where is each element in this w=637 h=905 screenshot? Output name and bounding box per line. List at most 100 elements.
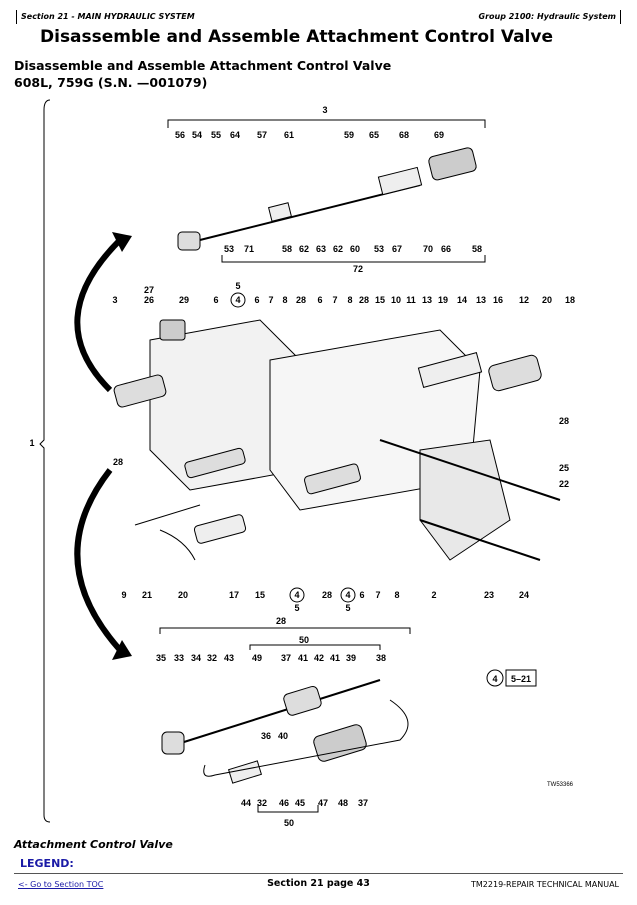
callout: 33	[174, 653, 184, 663]
callout: 12	[519, 295, 529, 305]
callout: 72	[353, 264, 363, 274]
callout: 3	[322, 105, 327, 115]
callout: 63	[316, 244, 326, 254]
callout: 1	[29, 438, 34, 448]
callout: 6	[254, 295, 259, 305]
callout: 38	[376, 653, 386, 663]
callout: 6	[317, 295, 322, 305]
callout: 22	[559, 479, 569, 489]
callout: 64	[230, 130, 240, 140]
group-label: Group 2100: Hydraulic System	[478, 12, 616, 21]
callout: 8	[282, 295, 287, 305]
manual-name: TM2219-REPAIR TECHNICAL MANUAL	[471, 880, 619, 889]
callout: 26	[144, 295, 154, 305]
callout: 62	[299, 244, 309, 254]
callout: 15	[255, 590, 265, 600]
callout: 25	[559, 463, 569, 473]
callout: 4	[294, 590, 299, 600]
callout: 65	[369, 130, 379, 140]
callout: 20	[542, 295, 552, 305]
callout: 28	[322, 590, 332, 600]
drawing-id: TW53366	[547, 782, 574, 788]
callout: 18	[565, 295, 575, 305]
callout: 16	[493, 295, 503, 305]
callout: 17	[229, 590, 239, 600]
callout: 7	[375, 590, 380, 600]
callout: 23	[484, 590, 494, 600]
callout: 8	[394, 590, 399, 600]
callout: 28	[296, 295, 306, 305]
callout: 29	[179, 295, 189, 305]
callout: 27	[144, 285, 154, 295]
callout: 37	[358, 798, 368, 808]
callout: 3	[112, 295, 117, 305]
callout: 28	[359, 295, 369, 305]
callout: 10	[391, 295, 401, 305]
callout: 8	[347, 295, 352, 305]
callout: 46	[279, 798, 289, 808]
callout: 14	[457, 295, 467, 305]
callout: 67	[392, 244, 402, 254]
callout: 41	[330, 653, 340, 663]
callout: 49	[252, 653, 262, 663]
callout: 60	[350, 244, 360, 254]
callout: 45	[295, 798, 305, 808]
callout: 5	[294, 603, 299, 613]
callout: 37	[281, 653, 291, 663]
callout: 47	[318, 798, 328, 808]
callout: 21	[142, 590, 152, 600]
callout: 41	[298, 653, 308, 663]
callout: 35	[156, 653, 166, 663]
figure-caption: Attachment Control Valve	[14, 838, 173, 851]
callout: 55	[211, 130, 221, 140]
callout: 7	[332, 295, 337, 305]
callout: 13	[422, 295, 432, 305]
callout: 11	[406, 295, 416, 305]
page-title: Disassemble and Assemble Attachment Cont…	[40, 27, 553, 47]
callout: 61	[284, 130, 294, 140]
callout: 7	[268, 295, 273, 305]
reference-callout: 4	[492, 674, 497, 684]
callout: 59	[344, 130, 354, 140]
callout: 32	[257, 798, 267, 808]
callout: 48	[338, 798, 348, 808]
callout: 40	[278, 731, 288, 741]
callout: 34	[191, 653, 201, 663]
callout: 70	[423, 244, 433, 254]
callout: 6	[359, 590, 364, 600]
callout: 13	[476, 295, 486, 305]
callout: 50	[284, 818, 294, 828]
callout: 69	[434, 130, 444, 140]
callout: 58	[472, 244, 482, 254]
callout: 56	[175, 130, 185, 140]
section-label: Section 21 - MAIN HYDRAULIC SYSTEM	[21, 12, 195, 21]
callout: 4	[345, 590, 350, 600]
callout: 15	[375, 295, 385, 305]
callout: 20	[178, 590, 188, 600]
callout: 4	[235, 295, 240, 305]
callout: 68	[399, 130, 409, 140]
section-toc-link[interactable]: <- Go to Section TOC	[18, 880, 104, 889]
callout: 44	[241, 798, 251, 808]
callout: 50	[299, 635, 309, 645]
callout: 58	[282, 244, 292, 254]
callout: 57	[257, 130, 267, 140]
callout: 71	[244, 244, 254, 254]
footer-divider	[14, 873, 623, 874]
model-range: 608L, 759G (S.N. —001079)	[14, 75, 208, 90]
callout: 32	[207, 653, 217, 663]
callout: 54	[192, 130, 202, 140]
callout: 43	[224, 653, 234, 663]
callout: 2	[431, 590, 436, 600]
callout: 36	[261, 731, 271, 741]
callout: 9	[121, 590, 126, 600]
callout: 66	[441, 244, 451, 254]
callout: 6	[213, 295, 218, 305]
callout: 53	[374, 244, 384, 254]
page-header: Section 21 - MAIN HYDRAULIC SYSTEM Group…	[16, 10, 621, 24]
callout: 42	[314, 653, 324, 663]
callout: 28	[559, 416, 569, 426]
callout-labels: 3 56 54 55 64 57 61 59 65 68 69 53 71 58…	[29, 105, 575, 828]
